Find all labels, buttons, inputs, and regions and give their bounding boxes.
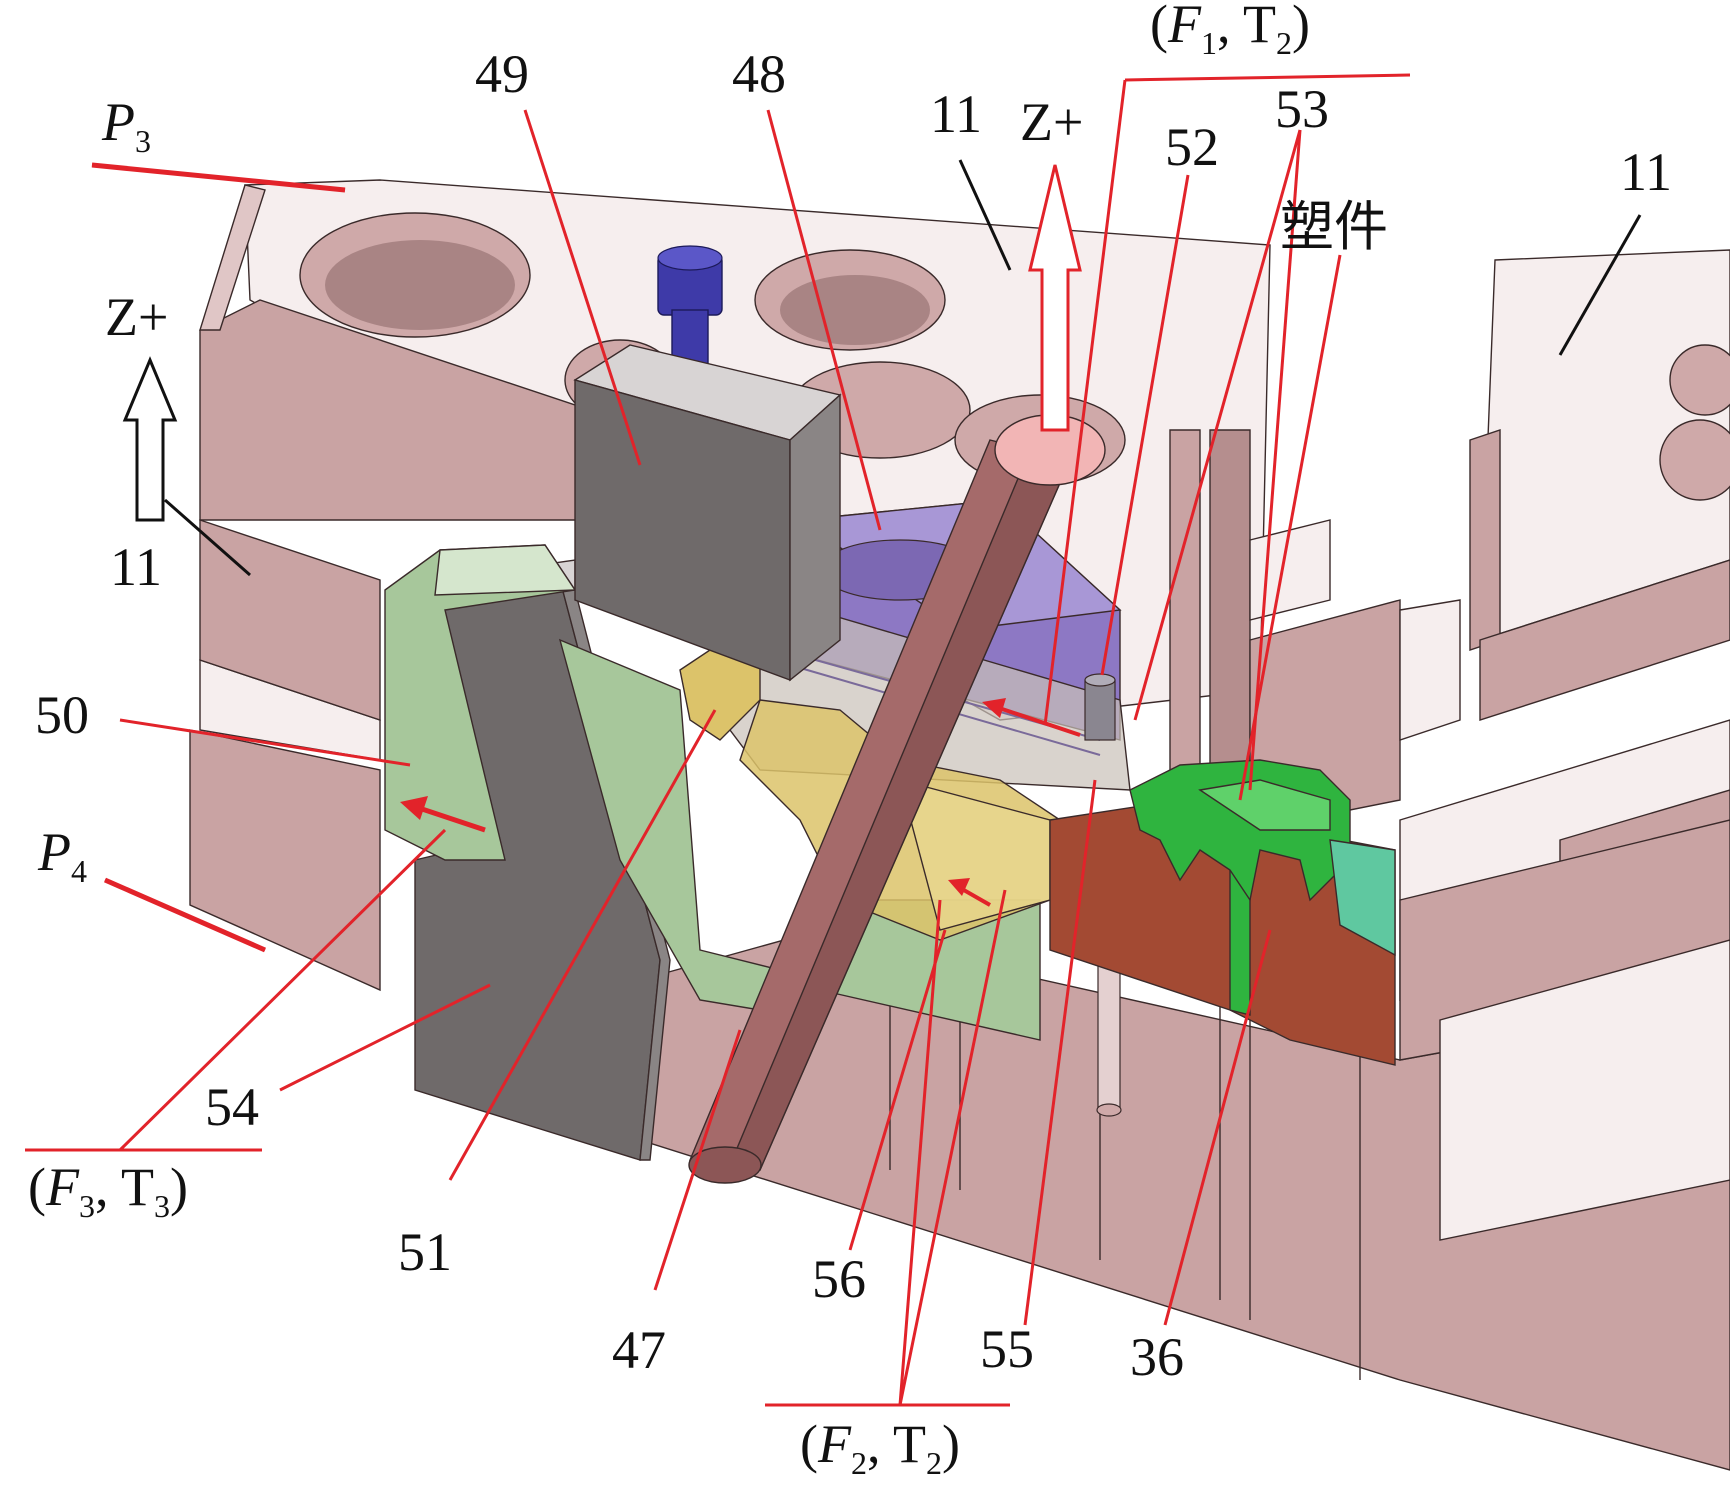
- label-36: 36: [1130, 1327, 1184, 1387]
- label-50: 50: [35, 685, 89, 745]
- leader-lines-black: [164, 159, 1642, 577]
- label-52: 52: [1165, 117, 1219, 177]
- force-arrow-f1: [982, 698, 1081, 737]
- label-11-left: 11: [110, 537, 162, 597]
- label-51: 51: [398, 1222, 452, 1282]
- z-arrow-top: [1028, 164, 1082, 432]
- label-z-top: Z+: [1020, 92, 1083, 152]
- label-11-right: 11: [1620, 142, 1672, 202]
- label-56: 56: [812, 1249, 866, 1309]
- force-arrow-f2: [948, 878, 991, 907]
- label-48: 48: [732, 44, 786, 104]
- label-49: 49: [475, 44, 529, 104]
- label-force-f2: (F2, T2): [800, 1414, 960, 1481]
- label-force-f1: (F1, T2): [1150, 0, 1310, 61]
- label-z-left: Z+: [105, 287, 168, 347]
- plane-lines: [91, 162, 346, 953]
- heel-block-49: [573, 344, 842, 682]
- label-force-f3: (F3, T3): [28, 1157, 188, 1224]
- label-11-top: 11: [930, 84, 982, 144]
- slider-block-50: [384, 544, 1041, 1041]
- label-54: 54: [205, 1077, 259, 1137]
- label-47: 47: [612, 1320, 666, 1380]
- label-plastic-part: 塑件: [1280, 195, 1388, 258]
- label-plane-p4: P4: [37, 822, 87, 889]
- z-arrow-left: [122, 356, 178, 522]
- plastic-part: [1129, 759, 1396, 957]
- mold-plate-front: [639, 819, 1730, 1471]
- label-53: 53: [1275, 79, 1329, 139]
- label-55: 55: [980, 1319, 1034, 1379]
- force-arrow-f3: [400, 796, 486, 833]
- label-plane-p3: P3: [101, 92, 151, 159]
